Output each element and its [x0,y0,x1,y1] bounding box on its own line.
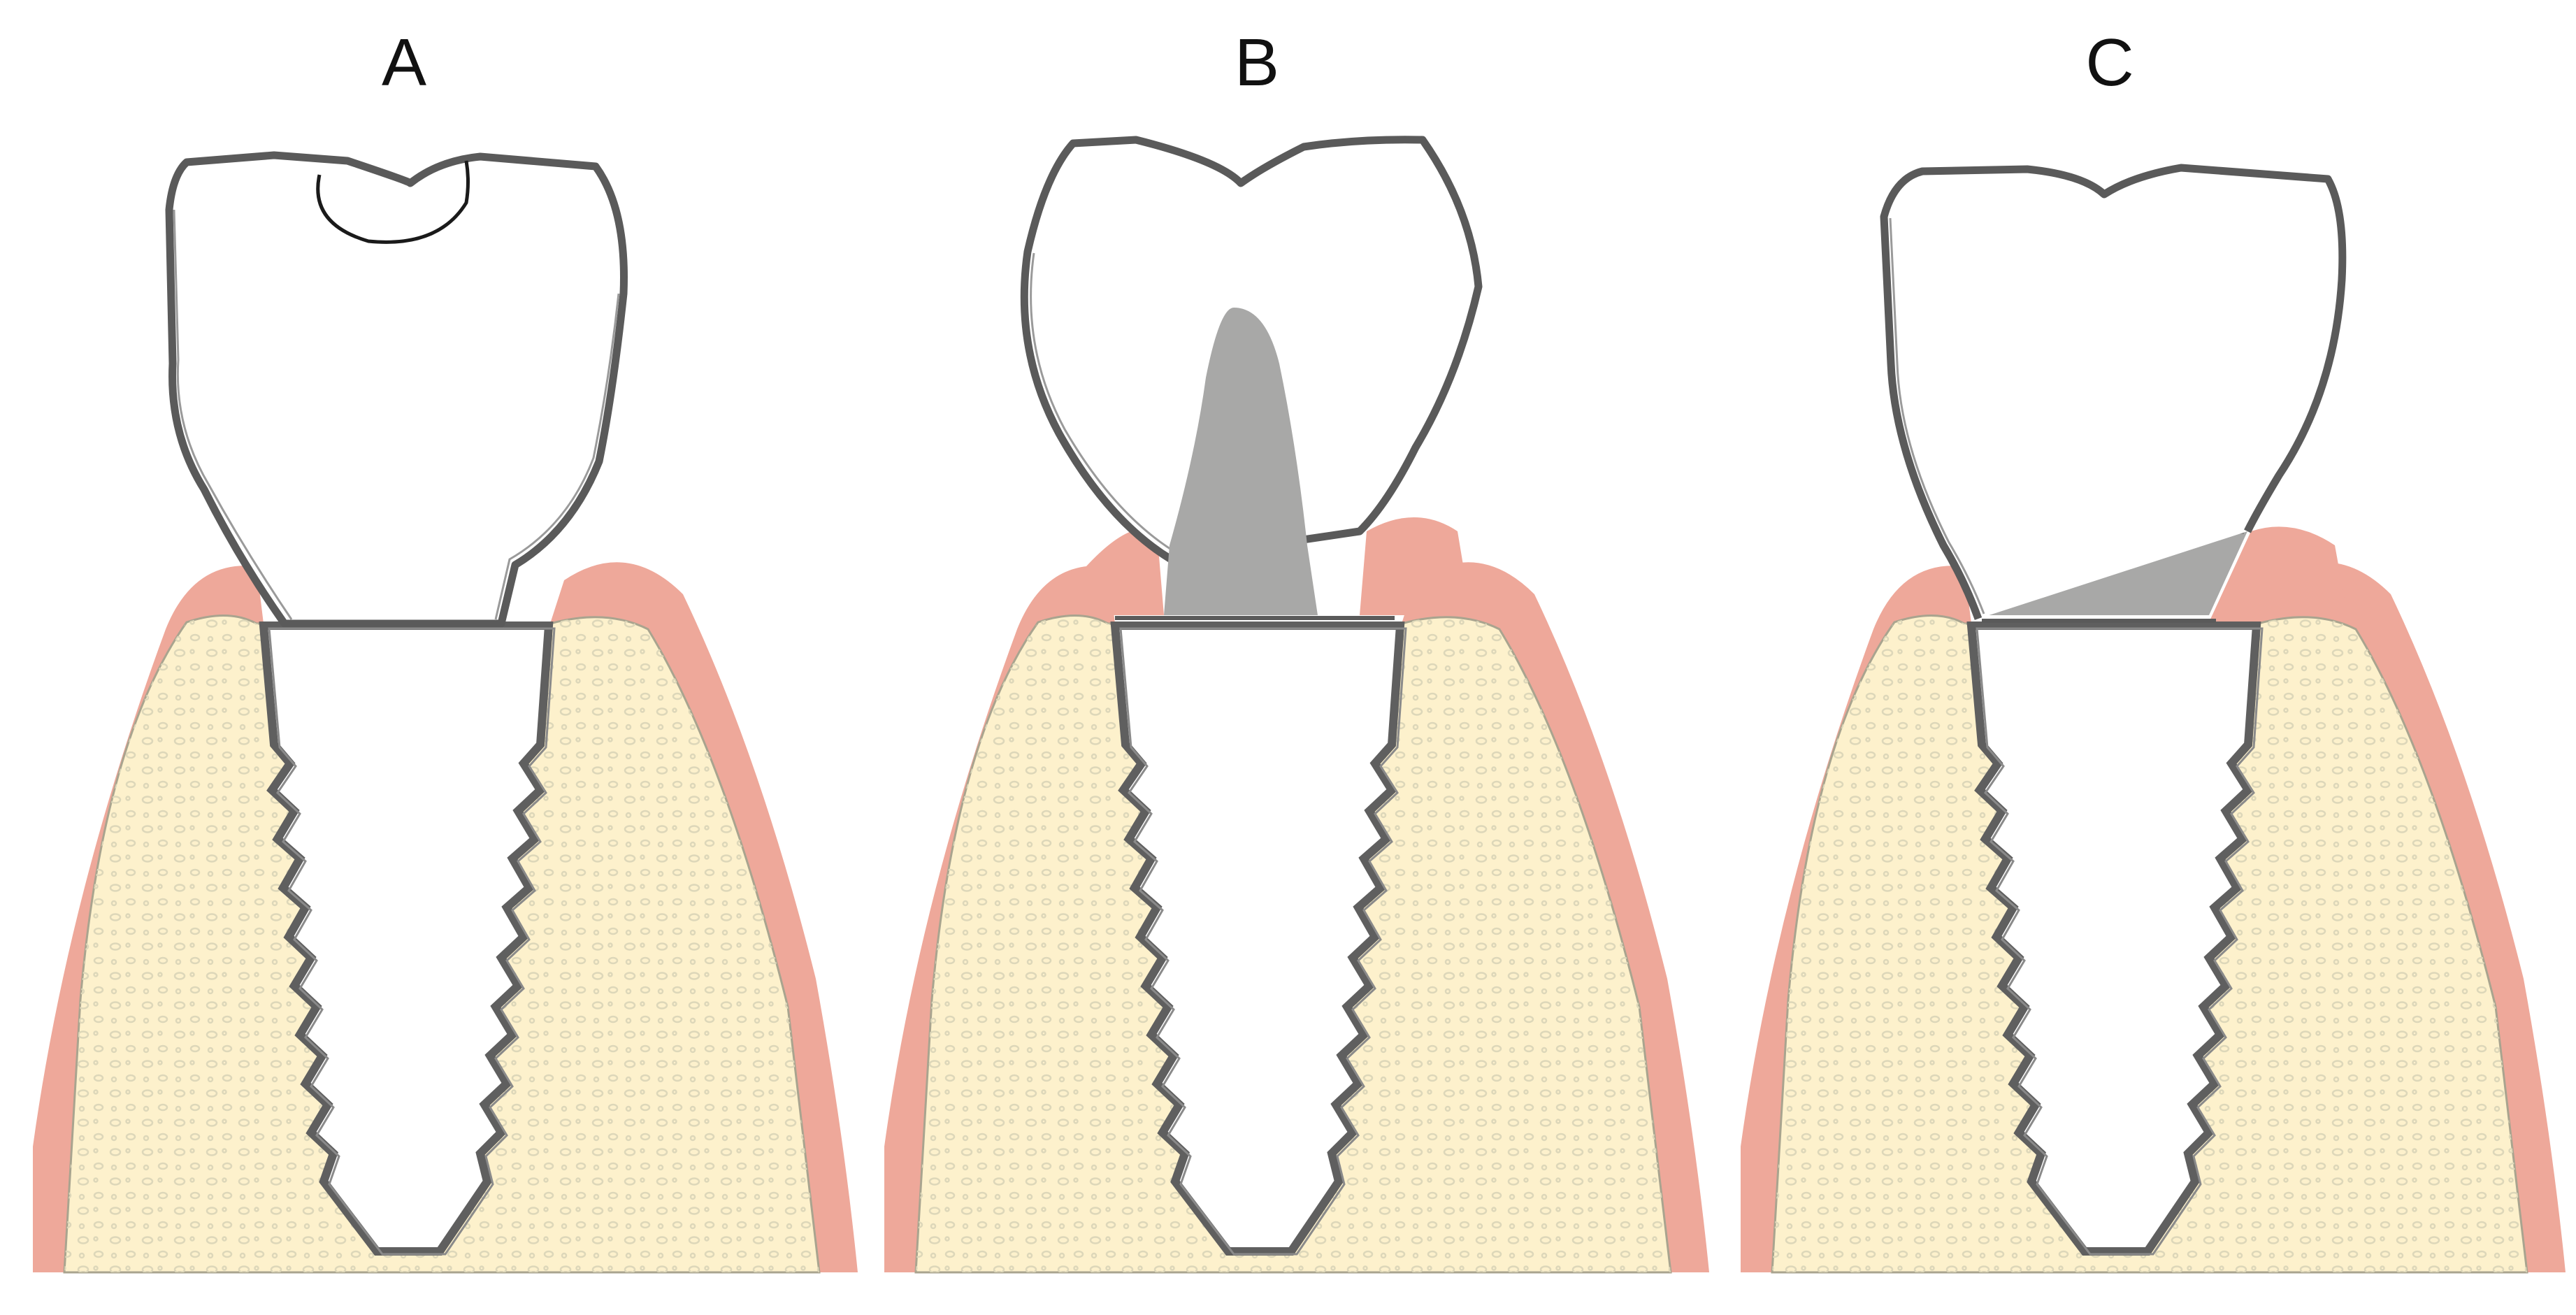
panel-a: A [33,25,858,1274]
panel-label-a: A [382,25,426,100]
screw-access-hole-icon [316,160,470,244]
panel-label-b: B [1235,25,1279,100]
panel-c: C [1741,25,2566,1274]
panel-b: B [884,25,1709,1274]
panel-label-c: C [2085,25,2134,100]
crown-c [1880,164,2347,620]
crown-a [165,151,628,628]
abutment-b [1164,308,1318,615]
